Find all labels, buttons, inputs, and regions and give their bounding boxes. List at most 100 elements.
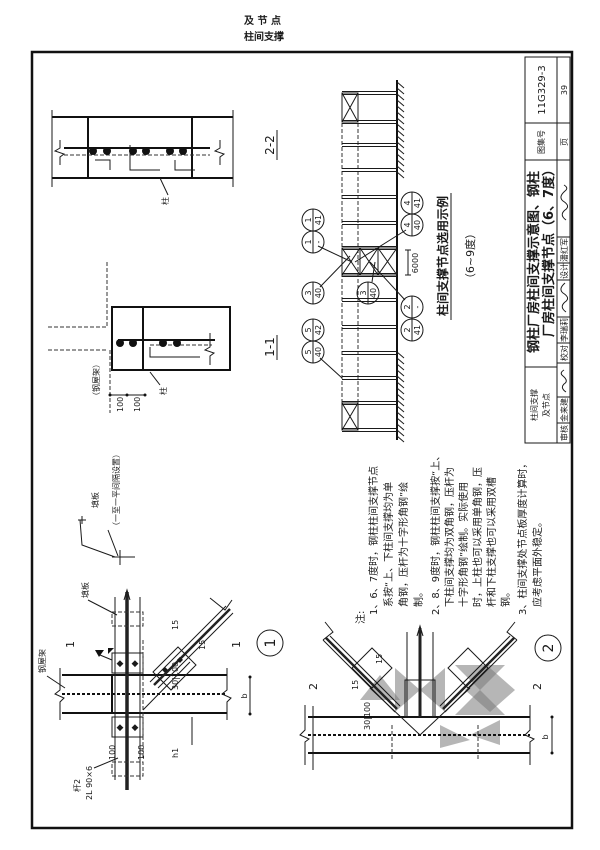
note-line: 时，上柱也可以采用单角钢，压 [471, 467, 484, 607]
cross-bracing [377, 247, 398, 276]
callout-node-number: 2 [403, 327, 412, 332]
svg-text:◆: ◆ [132, 659, 139, 669]
callout-node-number: 4 [403, 200, 412, 205]
ground-hatch [396, 93, 405, 101]
section-mark-left: 1 [64, 641, 77, 648]
series-label-1: 柱间支撑 [529, 389, 539, 421]
callout-node-number: 3 [359, 290, 368, 295]
ground-hatch [396, 99, 405, 107]
callout-node-number: 4 [403, 222, 412, 227]
signature-1 [560, 369, 567, 393]
ground-hatch [396, 141, 405, 149]
frame-diagram-title: 柱间支撑节点选用示例 [435, 196, 450, 316]
callout-page-number: - [413, 305, 422, 308]
dim-100-a: 100 [116, 397, 125, 412]
callout-page-number: 41 [413, 198, 422, 208]
ground-hatch [396, 111, 405, 119]
callout-page-number: 40 [314, 288, 323, 298]
ground-hatch [396, 435, 405, 443]
atlas-label: 图集号 [536, 130, 546, 154]
ground-hatch [396, 123, 405, 131]
cross-bracing [341, 402, 359, 431]
dim-15-b: 15 [198, 640, 207, 650]
note-line: 2、8、9度时，钢柱柱间支撑按“上、 [429, 451, 442, 615]
member-size: 2L 90×6 [85, 766, 94, 800]
ground-hatch [396, 411, 405, 419]
truss-label: （钢屋架） [91, 360, 101, 400]
note-line: 系按“上、下柱间支撑均为单 [382, 482, 395, 607]
frame-diagram-subtitle: （6~9度） [463, 228, 477, 284]
ground-hatch [396, 165, 405, 173]
column-label-1-1: 柱 [158, 387, 168, 395]
detail-1-number: 1 [263, 639, 279, 648]
callout-node-number: 5 [304, 327, 313, 332]
svg-text:◆: ◆ [132, 723, 139, 733]
ground-hatch [396, 117, 405, 125]
node-callout: 1- [301, 230, 325, 254]
ground-hatch [396, 87, 405, 95]
filler-note: （一至一平间隔设置） [111, 450, 121, 530]
review-label: 审核 [559, 425, 569, 441]
section-label-2-2: 2-2 [263, 135, 277, 155]
section-label-1-1: 1-1 [263, 337, 277, 357]
note-line: 制。 [412, 587, 425, 607]
ground-hatch [396, 351, 405, 359]
dim-100-b: 100 [137, 745, 146, 760]
section-1-1: 100 100 （钢屋架） 柱 1-1 [48, 262, 278, 413]
ground-hatch [396, 105, 405, 113]
callout-page-number: - [314, 240, 323, 243]
detail-2-number: 2 [541, 644, 557, 653]
sheet-title-line1: 钢柱厂房柱间支撑示意图、钢柱 [526, 171, 542, 353]
dim-100-a: 100 [108, 745, 117, 760]
ground-hatch [396, 129, 405, 137]
checker-name: 李瑞莉 [559, 318, 569, 342]
ground-hatch [396, 393, 405, 401]
page-label: 页 [560, 138, 569, 146]
reviewer-name: 金来建 [559, 398, 569, 422]
callout-node-number: 5 [304, 349, 313, 354]
note-line: 十字形角钢”绘制。实际使用 [457, 482, 470, 607]
series-label-2: 及节点 [542, 393, 551, 417]
bay-dimension: 6000 [411, 253, 420, 273]
ground-hatch [396, 81, 405, 89]
ground-hatch [396, 357, 405, 365]
ground-hatch [396, 423, 405, 431]
cross-bracing [359, 247, 379, 276]
callout-page-number: 40 [369, 288, 378, 298]
callout-node-number: 1 [304, 239, 313, 244]
section-2-2: 柱 2-2 [51, 110, 278, 205]
cross-bracing [341, 92, 359, 123]
title-block: 柱间支撑 及节点 钢柱厂房柱间支撑示意图、钢柱 厂房柱间支撑节点（6、7度） 图… [524, 56, 571, 444]
section-mark-left: 2 [307, 683, 320, 690]
note-line: 1、6、7度时，钢柱柱间支撑节点 [367, 466, 380, 615]
column-label-2-2: 柱 [160, 197, 170, 205]
sheet-frame [30, 50, 574, 830]
svg-text:◆: ◆ [117, 723, 124, 733]
svg-text:◆: ◆ [117, 659, 124, 669]
signature-3 [560, 184, 569, 221]
dim-15-a: 15 [171, 620, 180, 630]
ground-hatch [396, 363, 405, 371]
ground-hatch [396, 135, 405, 143]
sheet-title-line2: 厂房柱间支撑节点（6、7度） [541, 163, 557, 337]
ground-hatch [396, 417, 405, 425]
note-line: 下柱间支撑均为双角钢，压杆为 [443, 467, 456, 607]
svg-text:◆: ◆ [162, 665, 169, 674]
detail-2-marker [534, 634, 562, 662]
detail-1: ◆◆◆◆ ◆◆ b h1 100 100 15 15 30|100 1 1 钢屋… [37, 450, 284, 800]
ground-hatch [396, 171, 405, 179]
designer-name: 潘红军 [559, 238, 569, 262]
note-line: 钢。 [499, 587, 512, 607]
ground-hatch [396, 153, 405, 161]
dim-100-b: 100 [133, 397, 142, 412]
callout-leaders [317, 229, 407, 379]
callout-node-number: 1 [304, 217, 313, 222]
filler-label: 填板 [80, 582, 90, 598]
